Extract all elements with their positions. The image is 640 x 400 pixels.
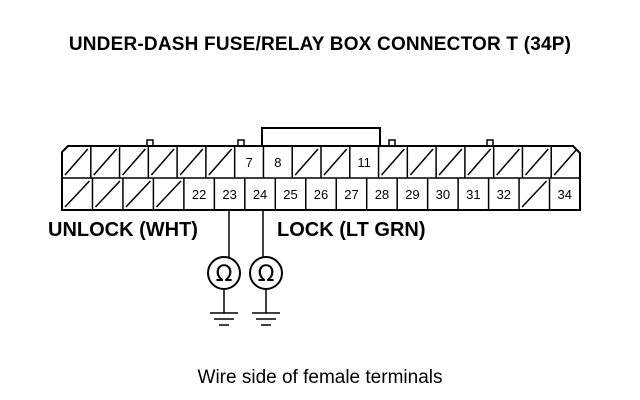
unlock-wire-label: UNLOCK (WHT) (48, 219, 198, 241)
connector-terminal: 34 (548, 178, 572, 210)
connector-cavity-empty (521, 146, 549, 178)
empty-cavity-slash (64, 180, 91, 208)
connector-terminal: 31 (457, 178, 481, 210)
ground-unlock-icon (210, 289, 238, 326)
connector-cavity-empty (291, 146, 319, 178)
empty-cavity-slash (409, 148, 434, 176)
empty-cavity-slash (438, 148, 463, 176)
terminal-number-22: 22 (192, 187, 206, 202)
connector-terminal: 25 (274, 178, 298, 210)
terminal-number-29: 29 (405, 187, 419, 202)
connector-terminal: 30 (426, 178, 450, 210)
terminal-number-23: 23 (222, 187, 236, 202)
connector-terminal: 11 (349, 146, 371, 178)
terminal-number-32: 32 (497, 187, 511, 202)
empty-cavity-slash (496, 148, 521, 176)
ground-lock-icon (252, 289, 280, 326)
terminal-number-28: 28 (375, 187, 389, 202)
connector-terminal: 7 (233, 146, 253, 178)
terminal-number-34: 34 (558, 187, 572, 202)
connector-cavity-empty (147, 146, 175, 178)
empty-cavity-slash (150, 148, 175, 176)
empty-cavity-slash (94, 180, 121, 208)
connector-bottom-row: 22 23 24 25 26 27 28 29 30 31 32 34 (64, 178, 572, 210)
connector-terminal: 24 (244, 178, 267, 210)
diagram-caption: Wire side of female terminals (197, 367, 443, 388)
terminal-number-8: 8 (274, 155, 281, 170)
connector-terminal: 27 (335, 178, 359, 210)
terminal-number-24: 24 (253, 187, 267, 202)
connector-terminal: 8 (262, 146, 281, 178)
connector-cavity-empty (64, 148, 89, 176)
connector-cavity-empty (377, 146, 405, 178)
connector-cavity-empty (118, 146, 146, 178)
terminal-number-27: 27 (344, 187, 358, 202)
empty-cavity-slash (179, 148, 204, 176)
terminal-number-7: 7 (245, 155, 252, 170)
connector-terminal: 23 (213, 178, 237, 210)
empty-cavity-slash (294, 148, 319, 176)
connector-cavity-empty (550, 146, 578, 178)
connector-cavity-empty (518, 178, 548, 210)
ohmmeter-lock: Ω (249, 256, 283, 290)
connector-cavity-empty (464, 146, 492, 178)
empty-cavity-slash (155, 180, 182, 208)
empty-cavity-slash (121, 148, 146, 176)
empty-cavity-slash (323, 148, 348, 176)
terminal-number-30: 30 (436, 187, 450, 202)
diagram-title: UNDER-DASH FUSE/RELAY BOX CONNECTOR T (3… (68, 34, 572, 55)
ohm-icon: Ω (258, 262, 275, 287)
connector-cavity-empty (176, 146, 204, 178)
empty-cavity-slash (521, 180, 548, 208)
connector-cavity-empty (406, 146, 434, 178)
empty-cavity-slash (467, 148, 492, 176)
connector-cavity-empty (122, 178, 151, 210)
empty-cavity-slash (524, 148, 549, 176)
connector-cavity-empty (205, 146, 233, 178)
empty-cavity-slash (64, 148, 89, 176)
terminal-number-26: 26 (314, 187, 328, 202)
ohmmeter-unlock: Ω (207, 256, 241, 290)
empty-cavity-slash (380, 148, 405, 176)
connector-terminal: 32 (487, 178, 511, 210)
meter-wiring (228, 210, 264, 258)
connector-terminal: 26 (305, 178, 328, 210)
lock-wire-label: LOCK (LT GRN) (277, 219, 426, 241)
empty-cavity-slash (93, 148, 118, 176)
connector-terminal: 22 (183, 178, 206, 210)
connector-cavity-empty (90, 146, 118, 178)
empty-cavity-slash (125, 180, 151, 208)
terminal-number-31: 31 (466, 187, 480, 202)
connector-cavity-empty (492, 146, 521, 178)
terminal-number-11: 11 (357, 155, 371, 170)
connector-cavity-empty (91, 178, 121, 210)
connector-cavity-empty (435, 146, 463, 178)
empty-cavity-slash (208, 148, 233, 176)
connector-terminal: 28 (365, 178, 389, 210)
connector-cavity-empty (320, 146, 348, 178)
ohm-icon: Ω (216, 262, 233, 287)
terminal-number-25: 25 (283, 187, 297, 202)
connector-top-row: 7 8 11 (64, 146, 578, 178)
connector-cavity-empty (64, 180, 91, 208)
connector-terminal: 29 (396, 178, 420, 210)
connector-cavity-empty (152, 178, 182, 210)
empty-cavity-slash (553, 148, 578, 176)
